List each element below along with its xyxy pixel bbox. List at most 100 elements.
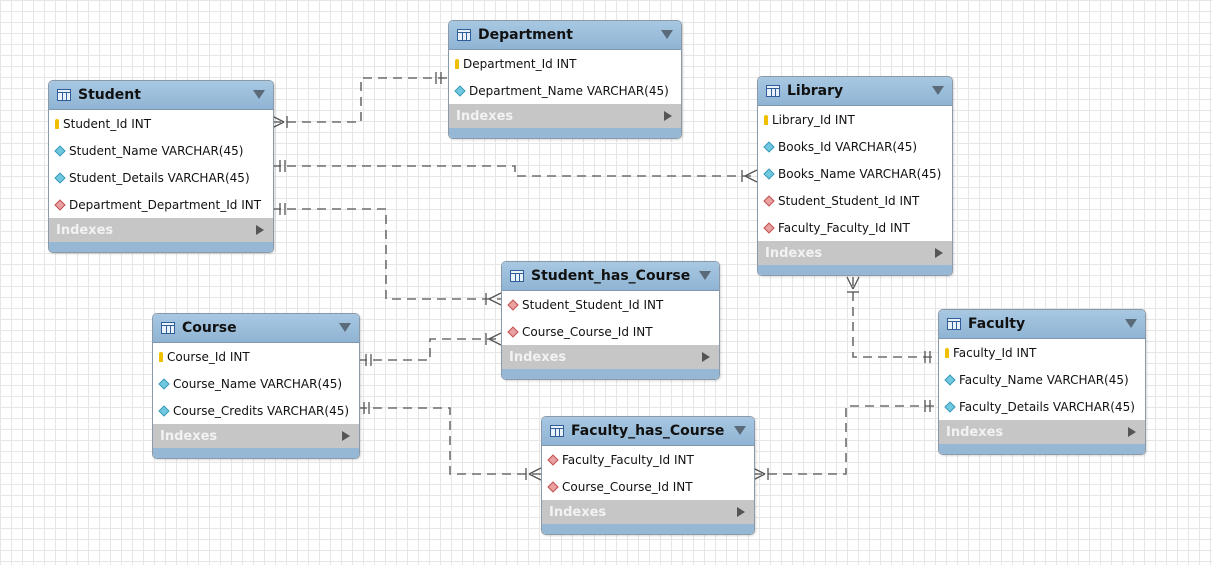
indexes-section[interactable]: Indexes xyxy=(542,500,754,524)
column-row[interactable]: Library_Id INT xyxy=(758,106,952,133)
indexes-label: Indexes xyxy=(946,424,1004,440)
column-row[interactable]: Department_Department_Id INT xyxy=(49,191,273,218)
one-marker xyxy=(279,203,286,215)
table-title: Department xyxy=(478,27,573,43)
indexes-label: Indexes xyxy=(160,428,218,444)
table-library[interactable]: Library Library_Id INT Books_Id VARCHAR(… xyxy=(757,76,953,276)
table-footer xyxy=(49,242,273,252)
foreign-key-icon xyxy=(547,480,559,493)
column-row[interactable]: Student_Student_Id INT xyxy=(502,291,719,318)
column-row[interactable]: Faculty_Faculty_Id INT xyxy=(542,446,754,473)
expand-arrow-icon[interactable] xyxy=(737,507,745,517)
expand-arrow-icon[interactable] xyxy=(702,352,710,362)
expand-arrow-icon[interactable] xyxy=(664,111,672,121)
table-footer xyxy=(758,265,952,275)
column-label: Student_Id INT xyxy=(63,116,152,131)
indexes-label: Indexes xyxy=(56,222,114,238)
column-row[interactable]: Course_Course_Id INT xyxy=(502,318,719,345)
attribute-icon xyxy=(944,400,956,413)
attribute-icon xyxy=(763,140,775,153)
column-row[interactable]: Faculty_Details VARCHAR(45) xyxy=(939,393,1145,420)
relationship-line xyxy=(753,405,938,475)
many-marker xyxy=(846,276,860,293)
column-label: Faculty_Faculty_Id INT xyxy=(562,452,694,467)
expand-arrow-icon[interactable] xyxy=(342,431,350,441)
collapse-arrow-icon[interactable] xyxy=(734,426,746,435)
collapse-arrow-icon[interactable] xyxy=(339,323,351,332)
many-marker xyxy=(525,467,542,481)
table-department[interactable]: Department Department_Id INT Department_… xyxy=(448,20,682,139)
column-label: Books_Id VARCHAR(45) xyxy=(778,139,918,154)
table-student-has-course[interactable]: Student_has_Course Student_Student_Id IN… xyxy=(501,261,720,380)
table-faculty-has-course[interactable]: Faculty_has_Course Faculty_Faculty_Id IN… xyxy=(541,416,755,535)
indexes-section[interactable]: Indexes xyxy=(939,420,1145,444)
attribute-icon xyxy=(54,144,66,157)
expand-arrow-icon[interactable] xyxy=(1128,427,1136,437)
table-title: Course xyxy=(182,320,237,336)
table-header[interactable]: Department xyxy=(449,21,681,50)
table-title: Student_has_Course xyxy=(531,268,691,284)
one-marker xyxy=(924,400,931,412)
table-icon xyxy=(57,89,71,101)
column-label: Books_Name VARCHAR(45) xyxy=(778,166,942,181)
table-student[interactable]: Student Student_Id INT Student_Name VARC… xyxy=(48,80,274,253)
attribute-icon xyxy=(158,404,170,417)
primary-key-icon xyxy=(55,118,59,129)
foreign-key-icon xyxy=(763,221,775,234)
column-row[interactable]: Faculty_Id INT xyxy=(939,339,1145,366)
column-row[interactable]: Department_Id INT xyxy=(449,50,681,77)
expand-arrow-icon[interactable] xyxy=(256,225,264,235)
column-row[interactable]: Student_Details VARCHAR(45) xyxy=(49,164,273,191)
column-row[interactable]: Student_Id INT xyxy=(49,110,273,137)
column-row[interactable]: Course_Credits VARCHAR(45) xyxy=(153,397,359,424)
collapse-arrow-icon[interactable] xyxy=(253,90,265,99)
table-header[interactable]: Student_has_Course xyxy=(502,262,719,291)
column-row[interactable]: Department_Name VARCHAR(45) xyxy=(449,77,681,104)
collapse-arrow-icon[interactable] xyxy=(661,30,673,39)
many-marker xyxy=(485,332,502,346)
column-row[interactable]: Student_Name VARCHAR(45) xyxy=(49,137,273,164)
column-label: Faculty_Id INT xyxy=(953,345,1037,360)
indexes-section[interactable]: Indexes xyxy=(49,218,273,242)
expand-arrow-icon[interactable] xyxy=(935,248,943,258)
table-title: Faculty_has_Course xyxy=(571,423,725,439)
foreign-key-icon xyxy=(547,453,559,466)
column-label: Library_Id INT xyxy=(772,112,855,127)
primary-key-icon xyxy=(764,114,768,125)
foreign-key-icon xyxy=(507,325,519,338)
table-header[interactable]: Faculty_has_Course xyxy=(542,417,754,446)
column-row[interactable]: Books_Name VARCHAR(45) xyxy=(758,160,952,187)
attribute-icon xyxy=(454,84,466,97)
foreign-key-icon xyxy=(763,194,775,207)
column-row[interactable]: Course_Id INT xyxy=(153,343,359,370)
column-row[interactable]: Faculty_Name VARCHAR(45) xyxy=(939,366,1145,393)
one-marker xyxy=(279,160,286,172)
column-row[interactable]: Course_Name VARCHAR(45) xyxy=(153,370,359,397)
table-footer xyxy=(502,369,719,379)
table-title: Library xyxy=(787,83,844,99)
collapse-arrow-icon[interactable] xyxy=(699,271,711,280)
column-row[interactable]: Faculty_Faculty_Id INT xyxy=(758,214,952,241)
indexes-section[interactable]: Indexes xyxy=(153,424,359,448)
table-header[interactable]: Student xyxy=(49,81,273,110)
indexes-section[interactable]: Indexes xyxy=(502,345,719,369)
primary-key-icon xyxy=(455,58,459,69)
many-marker xyxy=(752,467,769,481)
one-marker xyxy=(363,402,370,414)
table-faculty[interactable]: Faculty Faculty_Id INT Faculty_Name VARC… xyxy=(938,309,1146,455)
column-label: Faculty_Details VARCHAR(45) xyxy=(959,399,1135,414)
indexes-section[interactable]: Indexes xyxy=(758,241,952,265)
table-header[interactable]: Faculty xyxy=(939,310,1145,339)
collapse-arrow-icon[interactable] xyxy=(1125,319,1137,328)
column-row[interactable]: Course_Course_Id INT xyxy=(542,473,754,500)
table-header[interactable]: Course xyxy=(153,314,359,343)
column-row[interactable]: Student_Student_Id INT xyxy=(758,187,952,214)
table-header[interactable]: Library xyxy=(758,77,952,106)
table-icon xyxy=(161,322,175,334)
column-row[interactable]: Books_Id VARCHAR(45) xyxy=(758,133,952,160)
indexes-section[interactable]: Indexes xyxy=(449,104,681,128)
collapse-arrow-icon[interactable] xyxy=(932,86,944,95)
table-course[interactable]: Course Course_Id INT Course_Name VARCHAR… xyxy=(152,313,360,459)
column-label: Faculty_Faculty_Id INT xyxy=(778,220,910,235)
